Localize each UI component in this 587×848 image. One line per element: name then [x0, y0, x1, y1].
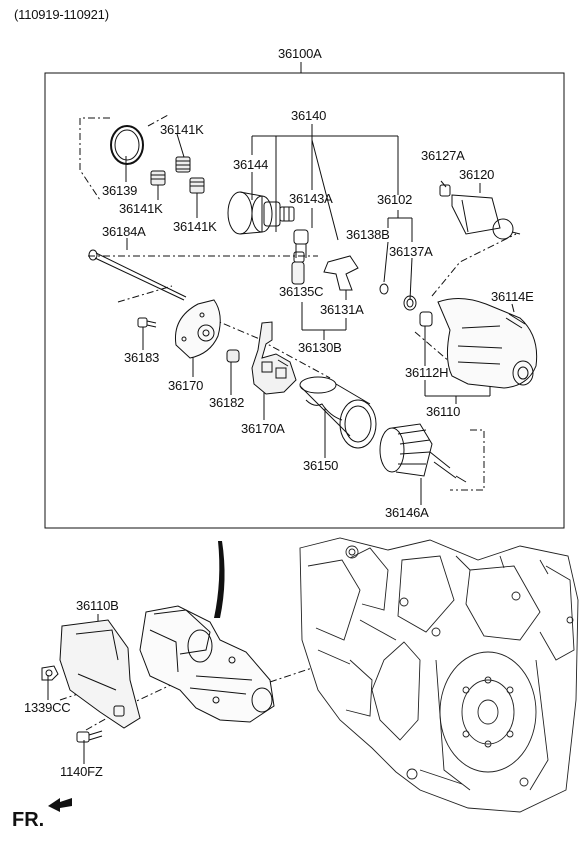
mount-centerline: [269, 667, 313, 683]
housing-36110: [419, 298, 538, 389]
washer-36137a: [403, 295, 417, 311]
bracket-36102: [383, 210, 413, 301]
part-label-36130b: 36130B: [298, 340, 342, 355]
pin-36135c: [291, 251, 305, 285]
part-label-36141k-top: 36141K: [160, 122, 204, 137]
date-range-label: (110919-110921): [14, 7, 109, 22]
part-label-36183: 36183: [124, 350, 160, 365]
part-label-1140fz: 1140FZ: [60, 764, 103, 779]
solenoid-36120: [439, 184, 521, 240]
part-label-36139: 36139: [102, 183, 138, 198]
part-label-36143a: 36143A: [289, 191, 333, 206]
part-label-36140: 36140: [291, 108, 327, 123]
nut-1339cc: [41, 665, 59, 681]
part-label-36141k-left: 36141K: [119, 201, 163, 216]
part-label-36146a: 36146A: [385, 505, 429, 520]
planet-gears-36141k: [150, 156, 205, 194]
part-label-36137a: 36137A: [389, 244, 433, 259]
assembly-frame: [44, 72, 565, 529]
screw-36183: [137, 317, 157, 328]
part-label-36138b: 36138B: [346, 227, 390, 242]
part-label-36120: 36120: [459, 167, 495, 182]
part-label-36170: 36170: [168, 378, 204, 393]
brush-holder-36170a: [251, 321, 297, 395]
installed-starter: [139, 605, 275, 723]
part-label-36184a: 36184A: [102, 224, 146, 239]
armature-36146a: [379, 423, 467, 483]
bushing-36182: [226, 349, 240, 363]
part-label-1339cc: 1339CC: [24, 700, 71, 715]
part-label-36110: 36110: [426, 404, 461, 419]
part-label-36100a: 36100A: [278, 46, 322, 61]
part-label-36170a: 36170A: [241, 421, 285, 436]
part-label-36112h: 36112H: [405, 365, 449, 380]
seal-ring-36139: [110, 125, 144, 165]
part-label-36102: 36102: [377, 192, 413, 207]
drive-lever-36131a: [323, 255, 359, 291]
part-label-36127a: 36127A: [421, 148, 465, 163]
yoke-36150: [299, 376, 377, 449]
front-direction-label: FR.: [12, 809, 45, 831]
part-label-36110b: 36110B: [76, 598, 119, 613]
part-label-36144: 36144: [233, 157, 269, 172]
ring-36138b: [379, 283, 389, 295]
part-label-36135c: 36135C: [279, 284, 324, 299]
front-arrow-icon: [48, 798, 72, 812]
part-label-36131a: 36131A: [320, 302, 364, 317]
bracket-36140: [251, 124, 399, 241]
through-bolt-36184a: [88, 249, 187, 301]
engine-block: [299, 537, 579, 813]
part-label-36114e: 36114E: [491, 289, 534, 304]
part-label-36141k-right: 36141K: [173, 219, 217, 234]
end-cover-36170: [174, 299, 221, 359]
bolt-1140fz: [76, 730, 103, 743]
heat-shield-36110b: [59, 619, 141, 729]
part-label-36182: 36182: [209, 395, 245, 410]
shaft-36143a: [293, 229, 309, 258]
part-label-36150: 36150: [303, 458, 339, 473]
installation-arrow: [214, 541, 225, 618]
bracket-36130b: [301, 262, 347, 340]
overrunning-clutch-36144: [227, 191, 295, 235]
